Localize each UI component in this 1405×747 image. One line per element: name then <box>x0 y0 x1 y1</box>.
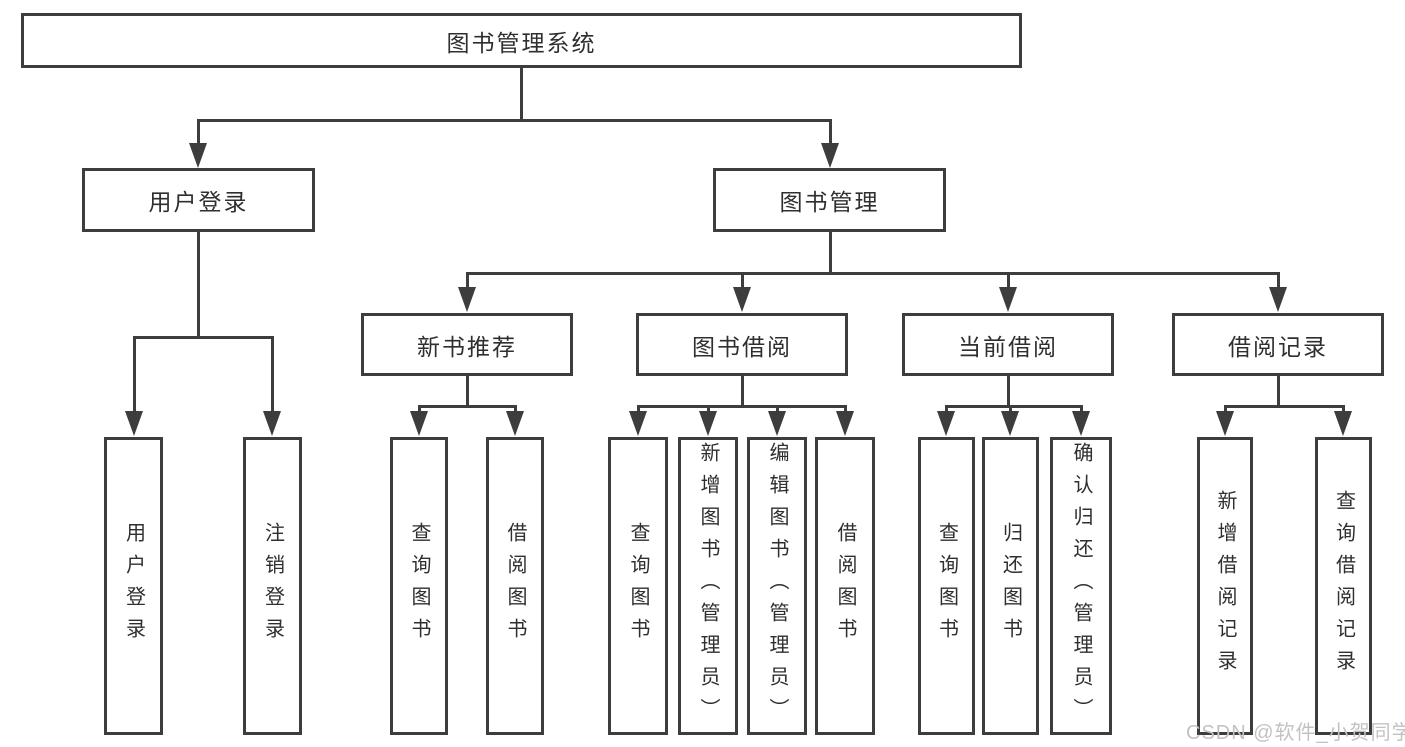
node-label-current-borrowing: 当前借阅 <box>958 333 1058 360</box>
node-leaf-query-books-2: 查询图书 <box>608 437 668 735</box>
arrow-down-icon-book-management-children-3 <box>1269 287 1287 312</box>
node-leaf-confirm-return-admin: 确认归还（管理员） <box>1050 437 1112 735</box>
node-leaf-logout: 注销登录 <box>243 437 302 735</box>
edge-book-borrowing-children-branch-2 <box>775 405 779 414</box>
edge-book-management-children-branch-2 <box>1006 272 1010 290</box>
arrow-down-icon-borrowing-records-children-1 <box>1334 411 1352 436</box>
node-leaf-query-borrow-record: 查询借阅记录 <box>1315 437 1372 735</box>
node-leaf-add-borrow-record: 新增借阅记录 <box>1197 437 1253 735</box>
arrow-down-icon-current-borrowing-children-0 <box>937 411 955 436</box>
edge-new-book-rec-children-branch-0 <box>417 405 421 414</box>
node-leaf-add-books-admin: 新增图书（管理员） <box>678 437 738 735</box>
arrow-down-icon-borrowing-records-children-0 <box>1216 411 1234 436</box>
arrow-down-icon-book-management-children-2 <box>999 287 1017 312</box>
node-label-library-management-system: 图书管理系统 <box>446 29 597 56</box>
edge-borrowing-records-children-bar <box>1223 405 1345 408</box>
arrow-down-icon-book-borrowing-children-2 <box>768 411 786 436</box>
node-user-login: 用户登录 <box>82 168 315 232</box>
edge-book-borrowing-children-branch-0 <box>636 405 640 414</box>
node-leaf-borrow-books-2: 借阅图书 <box>815 437 875 735</box>
edge-new-book-rec-children-branch-1 <box>513 405 517 414</box>
edge-borrowing-records-children-branch-1 <box>1341 405 1345 414</box>
edge-root-to-level2-branch-0 <box>196 119 200 146</box>
edge-book-management-children-branch-1 <box>740 272 744 290</box>
arrow-down-icon-current-borrowing-children-2 <box>1072 411 1090 436</box>
edge-book-borrowing-children-bar <box>636 405 847 408</box>
edge-user-login-children-bar <box>132 336 274 339</box>
node-label-leaf-confirm-return-admin: 确认归还（管理员） <box>1070 442 1092 730</box>
edge-current-borrowing-children-branch-1 <box>1008 405 1012 414</box>
node-label-leaf-user-login: 用户登录 <box>122 522 145 650</box>
node-borrowing-records: 借阅记录 <box>1172 313 1384 376</box>
node-leaf-return-books: 归还图书 <box>982 437 1039 735</box>
node-leaf-borrow-books-1: 借阅图书 <box>486 437 544 735</box>
arrow-down-icon-book-management-children-0 <box>458 287 476 312</box>
edge-book-borrowing-children-branch-3 <box>843 405 847 414</box>
node-label-borrowing-records: 借阅记录 <box>1228 333 1328 360</box>
arrow-down-icon-user-login-children-1 <box>263 411 281 436</box>
node-label-leaf-edit-books-admin: 编辑图书（管理员） <box>766 442 788 730</box>
arrow-down-icon-book-borrowing-children-0 <box>629 411 647 436</box>
node-current-borrowing: 当前借阅 <box>902 313 1114 376</box>
arrow-down-icon-new-book-rec-children-0 <box>410 411 428 436</box>
node-label-new-book-recommendation: 新书推荐 <box>417 333 517 360</box>
edge-new-book-rec-children-bar <box>417 405 517 408</box>
node-label-book-borrowing: 图书借阅 <box>692 333 792 360</box>
edge-borrowing-records-children-drop <box>1276 376 1280 408</box>
edge-book-management-children-branch-0 <box>465 272 469 290</box>
node-leaf-user-login: 用户登录 <box>104 437 163 735</box>
node-leaf-query-books-3: 查询图书 <box>918 437 975 735</box>
arrow-down-icon-current-borrowing-children-1 <box>1001 411 1019 436</box>
node-label-leaf-add-books-admin: 新增图书（管理员） <box>697 442 719 730</box>
edge-book-management-children-drop <box>828 232 832 275</box>
edge-current-borrowing-children-bar <box>944 405 1083 408</box>
edge-new-book-rec-children-drop <box>465 376 469 408</box>
node-label-leaf-borrow-books-2: 借阅图书 <box>834 522 856 650</box>
arrow-down-icon-user-login-children-0 <box>125 411 143 436</box>
node-label-user-login: 用户登录 <box>148 189 249 215</box>
arrow-down-icon-book-management-children-1 <box>733 287 751 312</box>
node-leaf-query-books-1: 查询图书 <box>390 437 448 735</box>
edge-root-to-level2-branch-1 <box>828 119 832 146</box>
node-label-leaf-borrow-books-1: 借阅图书 <box>504 522 526 650</box>
node-label-leaf-return-books: 归还图书 <box>999 522 1022 650</box>
edge-current-borrowing-children-drop <box>1006 376 1010 408</box>
node-book-borrowing: 图书借阅 <box>636 313 848 376</box>
arrow-down-icon-book-borrowing-children-1 <box>699 411 717 436</box>
edge-user-login-children-drop <box>196 232 200 339</box>
edge-book-borrowing-children-drop <box>740 376 744 408</box>
edge-current-borrowing-children-branch-2 <box>1079 405 1083 414</box>
edge-root-to-level2-bar <box>196 119 832 122</box>
node-label-leaf-query-books-3: 查询图书 <box>935 522 958 650</box>
edge-book-management-children-branch-3 <box>1276 272 1280 290</box>
node-leaf-edit-books-admin: 编辑图书（管理员） <box>747 437 807 735</box>
edge-current-borrowing-children-branch-0 <box>944 405 948 414</box>
node-label-leaf-add-borrow-record: 新增借阅记录 <box>1214 490 1236 682</box>
csdn-watermark: CSDN @软件_小贺同学 <box>1186 722 1405 744</box>
edge-book-borrowing-children-branch-1 <box>706 405 710 414</box>
node-label-book-management: 图书管理 <box>779 189 880 215</box>
edge-book-management-children-bar <box>465 272 1280 275</box>
node-library-management-system: 图书管理系统 <box>21 13 1022 68</box>
node-label-leaf-query-borrow-record: 查询借阅记录 <box>1332 490 1355 682</box>
edge-root-to-level2-drop <box>519 68 523 122</box>
arrow-down-icon-book-borrowing-children-3 <box>836 411 854 436</box>
arrow-down-icon-root-to-level2-1 <box>821 143 839 168</box>
arrow-down-icon-new-book-rec-children-1 <box>506 411 524 436</box>
edge-borrowing-records-children-branch-0 <box>1223 405 1227 414</box>
node-new-book-recommendation: 新书推荐 <box>361 313 573 376</box>
node-label-leaf-query-books-1: 查询图书 <box>408 522 430 650</box>
node-label-leaf-query-books-2: 查询图书 <box>627 522 649 650</box>
arrow-down-icon-root-to-level2-0 <box>189 143 207 168</box>
node-book-management: 图书管理 <box>713 168 946 232</box>
node-label-leaf-logout: 注销登录 <box>261 522 284 650</box>
edge-user-login-children-branch-0 <box>132 336 136 414</box>
edge-user-login-children-branch-1 <box>270 336 274 414</box>
